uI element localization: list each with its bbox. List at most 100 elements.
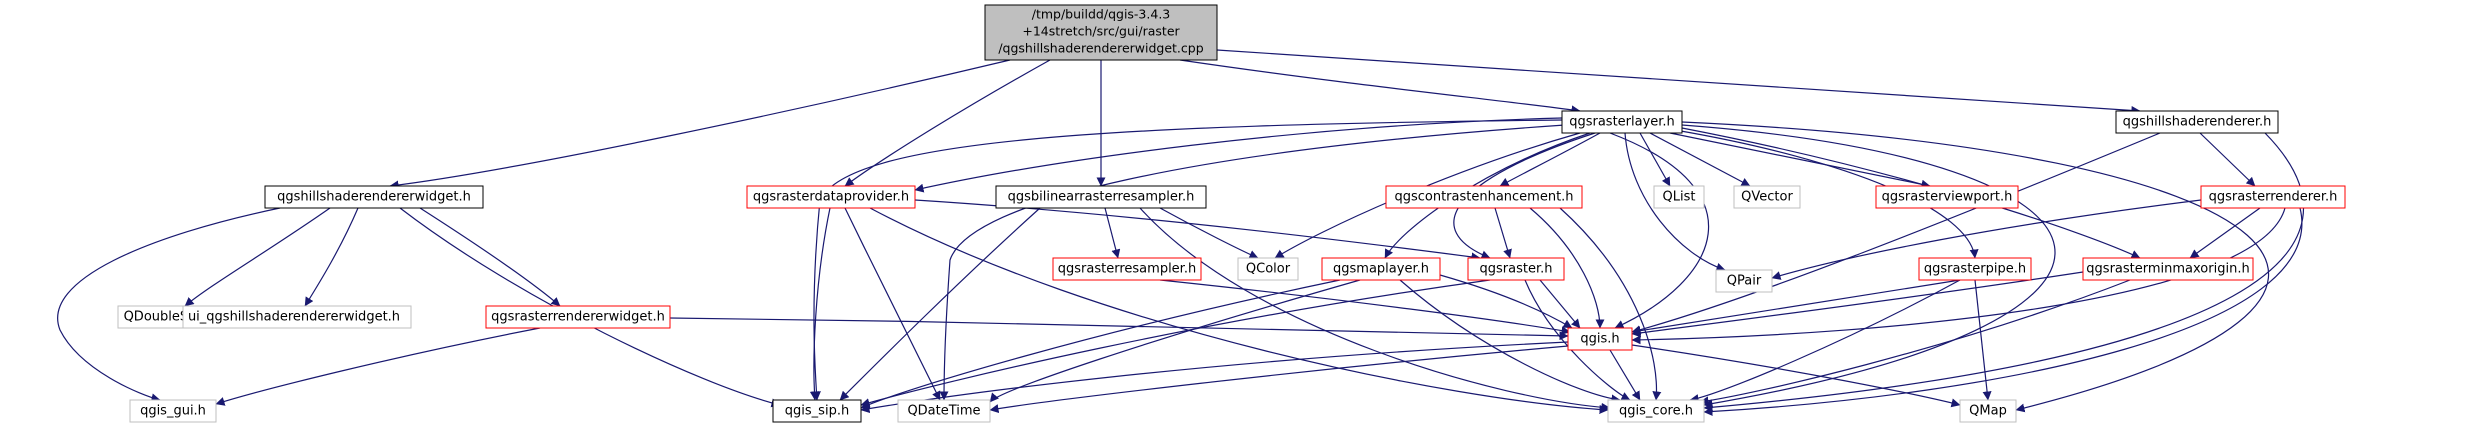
svg-text:qgsrasterminmaxorigin.h: qgsrasterminmaxorigin.h xyxy=(2086,262,2249,277)
node-qgis-gui[interactable]: qgis_gui.h xyxy=(129,399,217,423)
svg-text:qgsraster.h: qgsraster.h xyxy=(1480,262,1553,277)
edge-maplayer-to-qgis-sip xyxy=(860,279,1341,409)
svg-text:qgis_core.h: qgis_core.h xyxy=(1619,404,1693,419)
node-rasterviewport[interactable]: qgsrasterviewport.h xyxy=(1875,185,2019,209)
edge-layer-to-qvector xyxy=(1649,132,1751,187)
node-qgis-sip[interactable]: qgis_sip.h xyxy=(772,399,862,423)
edge-layer-to-qlist xyxy=(1639,132,1671,187)
edge-rrwidget-to-qgis-h xyxy=(669,317,1569,341)
dependency-edges xyxy=(57,49,2304,417)
edge-widget-to-qdoublespinbox xyxy=(184,207,331,307)
edge-provider-to-raster xyxy=(914,199,1481,262)
svg-text:QList: QList xyxy=(1663,190,1696,205)
node-rasterrenderer[interactable]: qgsrasterrenderer.h xyxy=(2200,185,2346,209)
edge-layer-to-contrast xyxy=(1499,132,1601,187)
node-qlist[interactable]: QList xyxy=(1653,185,1705,209)
node-rasterrendererwidget[interactable]: qgsrasterrendererwidget.h xyxy=(485,305,671,329)
node-qgis-h[interactable]: qgis.h xyxy=(1567,327,1633,351)
edge-qgis-h-to-qdatetime xyxy=(989,345,1569,414)
edge-layer-to-qgis-sip xyxy=(811,119,1563,401)
edge-widget-to-qgis-gui xyxy=(57,207,281,403)
svg-text:qgsrasterlayer.h: qgsrasterlayer.h xyxy=(1569,115,1675,130)
edge-hsr-to-qgis-h xyxy=(1631,132,2161,335)
svg-text:qgsrasterrendererwidget.h: qgsrasterrendererwidget.h xyxy=(491,310,665,325)
svg-text:QMap: QMap xyxy=(1969,404,2007,419)
svg-text:qgis_gui.h: qgis_gui.h xyxy=(140,404,206,419)
edge-widget-to-qgis-sip xyxy=(399,207,781,408)
node-qpair[interactable]: QPair xyxy=(1715,269,1773,293)
node-hillshade-widget-h[interactable]: qgshillshaderendererwidget.h xyxy=(264,185,484,209)
node-rasterpipe[interactable]: qgsrasterpipe.h xyxy=(1918,257,2032,281)
edge-layer-to-qpair xyxy=(1624,132,1726,272)
edge-rrwidget-to-qgis-gui xyxy=(215,327,541,406)
edge-renderer-to-qpair xyxy=(1771,199,2202,280)
header-nodes: /tmp/buildd/qgis-3.4.3 +14stretch/src/gu… xyxy=(117,4,2346,423)
edge-provider-to-qdatetime xyxy=(844,207,941,401)
edge-bilinear-to-qgis-core xyxy=(1139,207,1611,412)
edge-layer-to-qmap xyxy=(1681,121,2270,413)
edge-minmax-to-qgis-h xyxy=(1631,271,2084,338)
svg-text:qgsbilinearrasterresampler.h: qgsbilinearrasterresampler.h xyxy=(1008,190,1195,205)
edge-layer-to-rasterviewport xyxy=(1669,132,1931,189)
node-contrastenhancement[interactable]: qgscontrastenhancement.h xyxy=(1385,185,1583,209)
node-qdatetime[interactable]: QDateTime xyxy=(897,399,991,423)
node-rasterresampler[interactable]: qgsrasterresampler.h xyxy=(1052,257,1202,281)
edge-raster-to-qgis-core xyxy=(1524,279,1631,401)
edge-contrast-to-qgis-h xyxy=(1529,207,1605,329)
edge-layer-to-rasterdataprovider xyxy=(914,117,1563,193)
node-qvector[interactable]: QVector xyxy=(1733,185,1801,209)
svg-text:qgscontrastenhancement.h: qgscontrastenhancement.h xyxy=(1394,190,1573,205)
edge-renderer-to-qgis-core xyxy=(1703,207,2303,417)
node-hillshaderenderer[interactable]: qgshillshaderenderer.h xyxy=(2115,110,2279,134)
edge-raster-to-qgis-h xyxy=(1539,279,1581,329)
edge-bilinear-to-qcolor xyxy=(1159,207,1259,259)
edge-layer-to-qdatetime xyxy=(939,124,1566,401)
edge-qgis-h-to-qmap xyxy=(1631,344,1961,408)
node-rasterminmaxorigin[interactable]: qgsrasterminmaxorigin.h xyxy=(2082,257,2254,281)
svg-text:qgsrasterdataprovider.h: qgsrasterdataprovider.h xyxy=(753,190,909,205)
edge-widget-to-rasterrendererwidget xyxy=(419,207,561,307)
edge-root-to-rasterlayer xyxy=(1179,59,1581,115)
node-rasterlayer[interactable]: qgsrasterlayer.h xyxy=(1561,110,1683,134)
edge-layer-to-qgis-core xyxy=(1681,124,2056,408)
node-root-file: /tmp/buildd/qgis-3.4.3 +14stretch/src/gu… xyxy=(984,4,1218,61)
edge-raster-to-qgis-sip xyxy=(860,279,1491,408)
edge-hsr-to-qgis-core xyxy=(1703,132,2304,412)
edge-pipe-to-qgis-h xyxy=(1631,279,1961,336)
edge-minmax-to-qgis-core xyxy=(1699,279,2131,406)
node-ui-hillshade[interactable]: ui_qgshillshaderendererwidget.h xyxy=(182,305,412,329)
svg-text:QDateTime: QDateTime xyxy=(907,404,980,419)
edge-bilinear-to-qgis-sip xyxy=(839,207,1041,401)
node-qgis-core[interactable]: qgis_core.h xyxy=(1607,399,1705,423)
edge-root-to-rasterdataprovider xyxy=(844,59,1051,187)
edge-maplayer-to-qdatetime xyxy=(989,279,1361,403)
edge-provider-to-qgis-sip xyxy=(809,207,831,401)
svg-text:qgshillshaderendererwidget.h: qgshillshaderendererwidget.h xyxy=(277,190,471,205)
node-qmap[interactable]: QMap xyxy=(1959,399,2017,423)
edge-provider-to-qgis-core xyxy=(869,207,1609,414)
edge-root-to-hillshaderenderer xyxy=(1216,49,2141,115)
node-qcolor[interactable]: QColor xyxy=(1237,257,1299,281)
svg-text:qgsmaplayer.h: qgsmaplayer.h xyxy=(1333,262,1429,277)
edge-hsr-to-rasterrenderer xyxy=(2199,132,2256,187)
edge-contrast-to-raster xyxy=(1494,207,1512,259)
node-maplayer[interactable]: qgsmaplayer.h xyxy=(1321,257,1441,281)
node-root-line-3: /qgshillshaderendererwidget.cpp xyxy=(998,41,1203,56)
svg-text:qgsrasterpipe.h: qgsrasterpipe.h xyxy=(1924,262,2026,277)
edge-resampler-to-qgis-h xyxy=(1159,279,1571,335)
node-bilinear-resampler[interactable]: qgsbilinearrasterresampler.h xyxy=(995,185,1207,209)
edge-maplayer-to-qgis-core xyxy=(1399,279,1621,404)
svg-text:QColor: QColor xyxy=(1246,262,1291,277)
edge-bilinear-to-rasterresampler xyxy=(1104,207,1121,259)
edge-root-to-hillshade-widget xyxy=(389,59,1011,190)
node-root-line-2: +14stretch/src/gui/raster xyxy=(1022,24,1180,39)
node-root-line-1: /tmp/buildd/qgis-3.4.3 xyxy=(1032,7,1171,22)
svg-text:ui_qgshillshaderendererwidget.: ui_qgshillshaderendererwidget.h xyxy=(188,310,400,325)
edge-pipe-to-qmap xyxy=(1974,279,1992,401)
svg-text:qgsrasterrenderer.h: qgsrasterrenderer.h xyxy=(2209,190,2338,205)
edge-renderer-to-minmaxorigin xyxy=(2189,207,2261,259)
node-rasterdataprovider[interactable]: qgsrasterdataprovider.h xyxy=(746,185,916,209)
node-raster[interactable]: qgsraster.h xyxy=(1467,257,1565,281)
svg-text:qgis_sip.h: qgis_sip.h xyxy=(785,404,849,419)
